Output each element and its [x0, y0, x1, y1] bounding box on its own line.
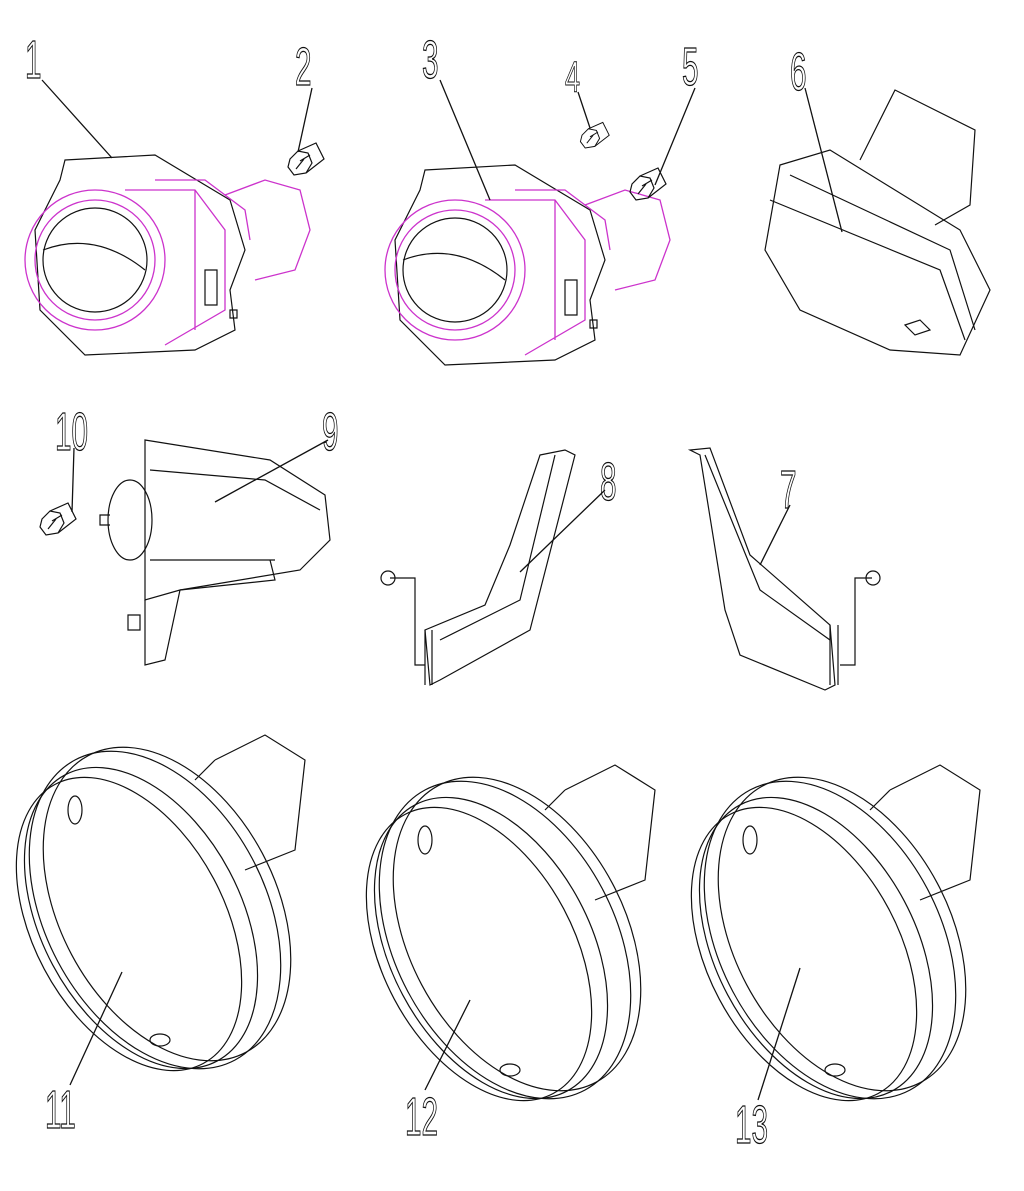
part-1-headlamp [24, 154, 311, 356]
part-3-headlamp [384, 164, 671, 366]
label-11: 11 [45, 1081, 76, 1140]
label-13: 13 [735, 1096, 768, 1155]
leader-lines [41, 79, 843, 1101]
label-6: 6 [790, 43, 807, 102]
part-12-round-lamp [319, 734, 692, 1143]
part-9-housing [99, 439, 331, 666]
label-2: 2 [295, 38, 312, 97]
label-3: 3 [422, 31, 439, 90]
part-labels: 1 2 3 4 5 6 7 8 9 10 11 12 13 [25, 30, 807, 1155]
label-8: 8 [600, 453, 617, 512]
part-11-round-lamp [0, 704, 342, 1113]
label-7: 7 [780, 461, 797, 520]
label-1: 1 [25, 31, 42, 90]
label-9: 9 [322, 403, 339, 462]
label-4: 4 [565, 52, 580, 101]
part-13-round-lamp [644, 734, 1017, 1143]
part-4-bulb [579, 121, 610, 149]
part-8-bracket [380, 449, 576, 686]
label-10: 10 [55, 403, 88, 462]
part-10-bulb [39, 502, 77, 536]
label-5: 5 [682, 38, 699, 97]
part-6-lamp [764, 89, 991, 356]
label-12: 12 [405, 1088, 438, 1147]
part-2-bulb [287, 142, 325, 176]
part-7-bracket [687, 447, 881, 691]
